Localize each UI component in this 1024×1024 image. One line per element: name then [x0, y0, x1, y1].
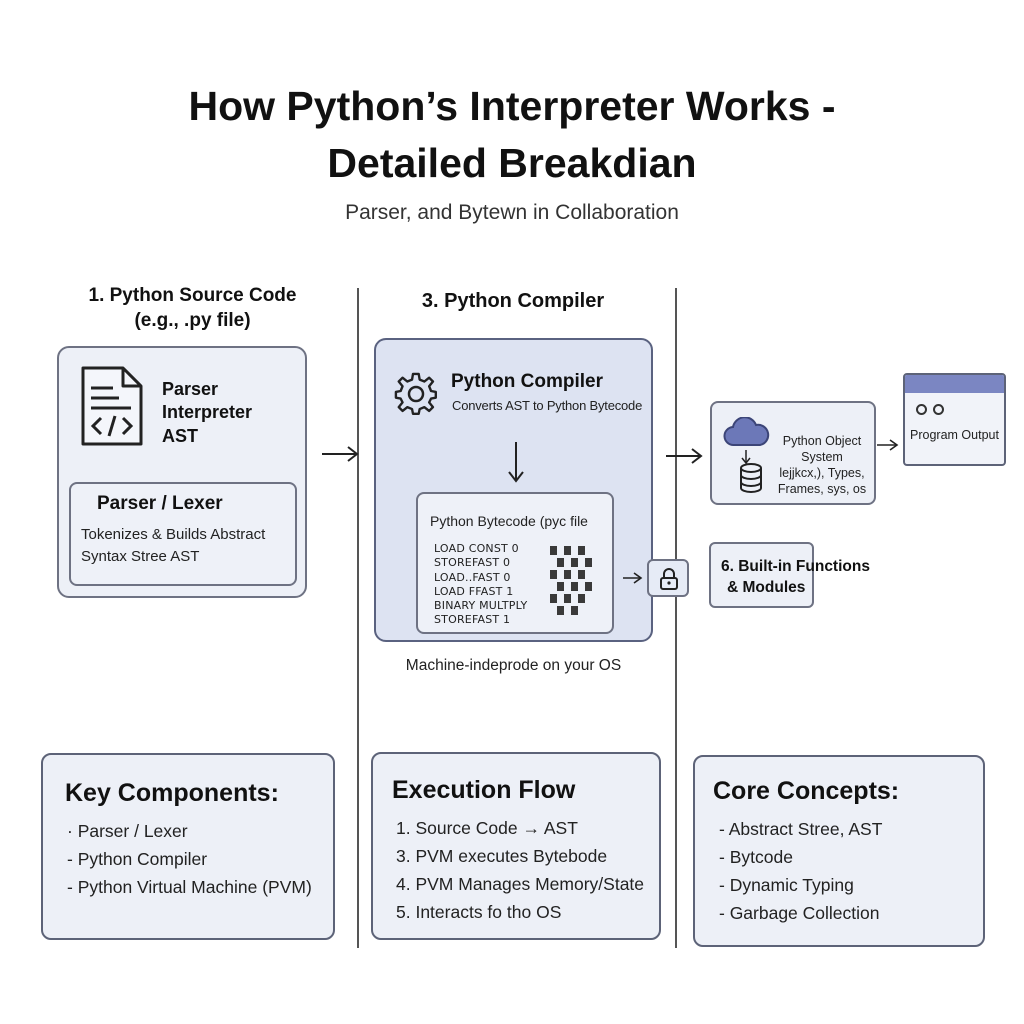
arrow-down [508, 442, 524, 483]
lock-icon [660, 568, 678, 590]
lock-box [647, 559, 689, 597]
parser-lexer-desc-line-2: Syntax Stree AST [81, 548, 200, 565]
list-item: - Python Compiler [67, 849, 208, 869]
object-system-text: Python Object System lejjkcx,), Types, F… [768, 433, 876, 497]
arrow-source-to-compiler [322, 446, 359, 462]
core-concepts-title: Core Concepts: [713, 777, 900, 805]
builtins-text: 6. Built-in Functions & Modules [721, 556, 870, 598]
bytecode-line-2: STOREFAST 0 [434, 556, 511, 570]
core-concepts-card: Core Concepts: - Abstract Stree, AST - B… [693, 755, 985, 947]
key-components-title: Key Components: [65, 779, 279, 807]
key-components-list: · Parser / Lexer - Python Compiler - Pyt… [67, 817, 312, 901]
source-labels: Parser Interpreter AST [162, 378, 252, 448]
database-icon [740, 463, 762, 493]
bytecode-line-1: LOAD CONST 0 [434, 542, 519, 555]
parser-lexer-desc-line-1: Tokenizes & Builds Abstract [81, 526, 266, 543]
bytecode-listing: LOAD CONST 0 STOREFAST 0 LOAD..FAST 0 LO… [434, 542, 527, 628]
list-item: - Bytcode [719, 847, 793, 867]
key-components-card: Key Components: · Parser / Lexer - Pytho… [41, 753, 335, 940]
compiler-desc: Converts AST to Python Bytecode [452, 398, 643, 413]
builtins-card: 6. Built-in Functions & Modules [709, 542, 870, 608]
bytecode-line-6: STOREFAST 1 [434, 613, 511, 627]
bytecode-line-5: BINARY MULTPLY [434, 599, 528, 613]
program-output-window: Program Output [903, 373, 1006, 466]
list-item: 5. Interacts fo tho OS [396, 902, 562, 922]
parser-lexer-desc: Tokenizes & Builds Abstract Syntax Stree… [81, 524, 265, 568]
divider-left [357, 288, 359, 948]
page-title: How Python’s Interpreter Works - Detaile… [0, 78, 1024, 193]
bytecode-title: Python Bytecode (pyc file [430, 513, 588, 529]
window-icon [905, 375, 1004, 393]
compiler-caption: Machine-indeprode on your OS [405, 657, 622, 674]
bytecode-line-4: LOAD FFAST 1 [434, 584, 514, 598]
parser-lexer-title: Parser / Lexer [97, 493, 223, 514]
builtins-line-2: & Modules [727, 579, 806, 596]
source-code-heading-line-1: 1. Python Source Code [88, 285, 297, 306]
list-item: 4. PVM Manages Memory/State [396, 874, 645, 894]
list-item: - Garbage Collection [719, 903, 880, 923]
object-system-line-2: System [801, 450, 843, 464]
arrow-to-output [877, 439, 899, 451]
window-dot-2 [933, 404, 944, 415]
compiler-card: Python Compiler Converts AST to Python B… [374, 338, 653, 642]
source-code-heading-line-2: (e.g., .py file) [134, 309, 251, 331]
page-subtitle: Parser, and Bytewn in Collaboration [345, 201, 679, 224]
code-file-icon [81, 366, 143, 446]
label-parser: Parser [162, 379, 219, 399]
gear-icon [394, 372, 437, 415]
core-concepts-list: - Abstract Stree, AST - Bytcode - Dynami… [719, 815, 882, 927]
compiler-heading: 3. Python Compiler [421, 290, 605, 312]
object-system-line-4: Frames, sys, os [777, 482, 867, 496]
label-ast: AST [162, 425, 198, 446]
list-item: - Dynamic Typing [719, 875, 854, 895]
execution-flow-title: Execution Flow [392, 776, 576, 804]
program-output-label: Program Output [910, 428, 999, 442]
list-item: 3. PVM executes Bytebode [396, 846, 608, 866]
bytecode-box: Python Bytecode (pyc file LOAD CONST 0 S… [416, 492, 614, 634]
builtins-line-1: 6. Built-in Functions [721, 558, 870, 575]
divider-right [675, 288, 677, 948]
object-system-line-1: Python Object [782, 434, 862, 448]
list-item: 1. Source Code → AST [396, 818, 578, 838]
list-item: - Python Virtual Machine (PVM) [67, 877, 312, 897]
execution-flow-list: 1. Source Code → AST 3. PVM executes Byt… [396, 814, 644, 926]
title-line-2: Detailed Breakdian [327, 140, 697, 187]
label-interpreter: Interpreter [162, 402, 253, 423]
arrow-bytecode-to-lock [623, 572, 643, 584]
execution-flow-card: Execution Flow 1. Source Code → AST 3. P… [371, 752, 661, 940]
list-item: - Abstract Stree, AST [719, 819, 883, 839]
list-item: · Parser / Lexer [67, 821, 188, 841]
object-system-line-3: lejjkcx,), Types, [779, 466, 865, 480]
bytecode-line-3: LOAD..FAST 0 [434, 570, 511, 584]
arrow-compiler-to-runtime [666, 448, 703, 464]
bytecode-pattern-icon [550, 546, 592, 615]
window-dot-1 [916, 404, 927, 415]
source-code-heading: 1. Python Source Code (e.g., .py file) [40, 284, 345, 333]
cloud-icon [723, 417, 770, 447]
arrow-cloud-to-db [741, 450, 751, 465]
compiler-title: Python Compiler [451, 371, 604, 392]
source-code-card: Parser Interpreter AST Parser / Lexer To… [57, 346, 307, 598]
object-system-card: Python Object System lejjkcx,), Types, F… [710, 401, 876, 505]
parser-lexer-box: Parser / Lexer Tokenizes & Builds Abstra… [69, 482, 297, 586]
title-line-1: How Python’s Interpreter Works - [188, 83, 836, 129]
